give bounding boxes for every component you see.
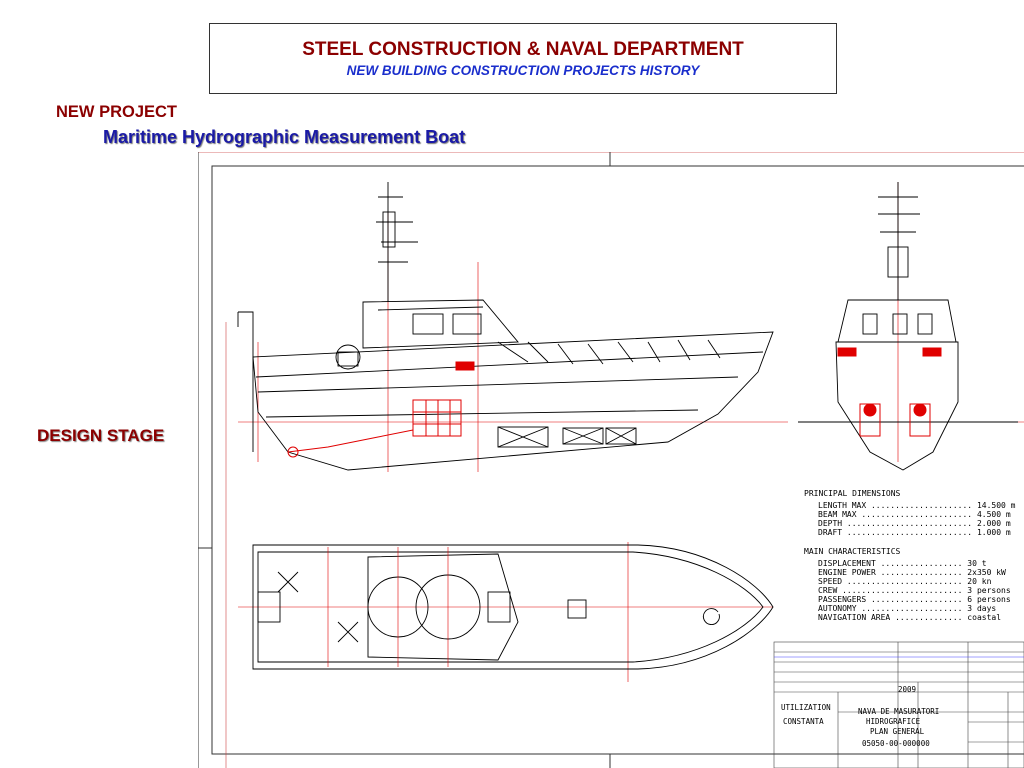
page-subtitle: NEW BUILDING CONSTRUCTION PROJECTS HISTO… bbox=[346, 63, 700, 78]
svg-text:CREW .........................: CREW ......................... 3 persons bbox=[818, 586, 1011, 595]
svg-text:SPEED ........................: SPEED ........................ 20 kn bbox=[818, 577, 992, 586]
drawing-frame bbox=[198, 152, 1024, 768]
front-view bbox=[798, 182, 1018, 471]
header-box: STEEL CONSTRUCTION & NAVAL DEPARTMENT NE… bbox=[209, 23, 837, 94]
svg-text:DISPLACEMENT .................: DISPLACEMENT ................. 30 t bbox=[818, 559, 987, 568]
svg-text:ENGINE POWER .................: ENGINE POWER ................. 2x350 kW bbox=[818, 568, 1006, 577]
design-stage-label: DESIGN STAGE bbox=[37, 426, 165, 445]
organization-line-2: CONSTANTA bbox=[783, 717, 824, 726]
principal-dimensions-heading: PRINCIPAL DIMENSIONS bbox=[804, 489, 901, 498]
main-characteristics-heading: MAIN CHARACTERISTICS bbox=[804, 547, 901, 556]
new-project-label: NEW PROJECT bbox=[56, 103, 178, 121]
drawing-number: 05050-00-000000 bbox=[862, 739, 930, 748]
engines-front bbox=[837, 347, 942, 437]
page-title: STEEL CONSTRUCTION & NAVAL DEPARTMENT bbox=[302, 39, 744, 60]
svg-text:BEAM MAX .....................: BEAM MAX ....................... 4.500 m bbox=[818, 510, 1011, 519]
principal-dimensions-block: PRINCIPAL DIMENSIONS LENGTH MAX ........… bbox=[804, 489, 1016, 622]
engine-side bbox=[287, 361, 475, 458]
svg-text:LENGTH MAX ...................: LENGTH MAX ..................... 14.500 … bbox=[818, 501, 1016, 510]
project-title-line-2: HIDROGRAFICE bbox=[866, 717, 921, 726]
side-profile-view bbox=[237, 182, 774, 471]
project-title-line-3: PLAN GENERAL bbox=[870, 727, 925, 736]
drawing-date: 2009 bbox=[898, 685, 916, 694]
drawing-svg: PRINCIPAL DIMENSIONS LENGTH MAX ........… bbox=[198, 152, 1024, 768]
svg-text:NAVIGATION AREA ..............: NAVIGATION AREA .............. coastal bbox=[818, 613, 1001, 622]
title-block bbox=[773, 641, 1024, 768]
svg-text:DEPTH ........................: DEPTH .......................... 2.000 m bbox=[818, 519, 1011, 528]
project-name: Maritime Hydrographic Measurement Boat bbox=[103, 127, 466, 147]
project-title-line-1: NAVA DE MASURATORI bbox=[858, 707, 939, 716]
svg-text:PASSENGERS ...................: PASSENGERS ................... 6 persons bbox=[818, 595, 1011, 604]
svg-text:AUTONOMY .....................: AUTONOMY ..................... 3 days bbox=[818, 604, 996, 613]
general-arrangement-drawing: PRINCIPAL DIMENSIONS LENGTH MAX ........… bbox=[198, 152, 1024, 768]
plan-centerlines bbox=[327, 547, 449, 667]
svg-text:DRAFT ........................: DRAFT .......................... 1.000 m bbox=[818, 528, 1011, 537]
title-block-text: UTILIZATION CONSTANTA NAVA DE MASURATORI… bbox=[781, 685, 939, 748]
organization-line-1: UTILIZATION bbox=[781, 703, 831, 712]
